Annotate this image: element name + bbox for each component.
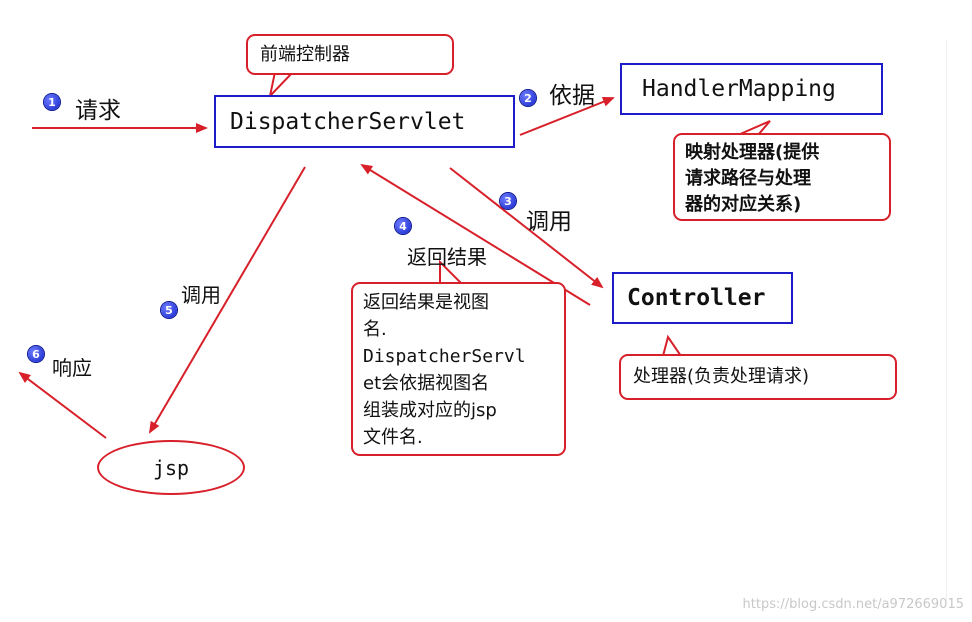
step-label-request: 请求 [75, 98, 121, 124]
callout-controller: 处理器(负责处理请求) [619, 354, 897, 400]
mapping-desc-line: 器的对应关系) [685, 194, 802, 215]
watermark: https://blog.csdn.net/a972669015 [742, 597, 964, 612]
result-desc-line: 返回结果是视图 [363, 292, 489, 313]
controller-label: Controller [627, 285, 766, 311]
step-badge-3: 3 [500, 193, 516, 209]
jsp-ellipse: jsp [97, 440, 245, 495]
callout-result: 返回结果是视图 名. DispatcherServl et会依据视图名 组装成对… [351, 282, 566, 456]
result-desc-line: 文件名. [363, 427, 423, 448]
step-badge-2: 2 [520, 90, 536, 106]
controller-desc-text: 处理器(负责处理请求) [633, 366, 810, 387]
jsp-label: jsp [152, 455, 190, 480]
step-label-response: 响应 [52, 356, 92, 380]
front-controller-text: 前端控制器 [260, 44, 350, 65]
result-desc-line: et会依据视图名 [363, 373, 490, 394]
result-desc-line: DispatcherServl [363, 346, 526, 367]
step-label-according: 依据 [549, 83, 595, 109]
step-badge-1: 1 [44, 94, 60, 110]
step-label-invoke-jsp: 调用 [181, 283, 221, 307]
step-badge-6: 6 [28, 346, 44, 362]
arrow-to-controller [449, 167, 604, 289]
step-badge-5: 5 [161, 302, 177, 318]
step-label-invoke-controller: 调用 [526, 209, 572, 235]
step-badge-4: 4 [395, 218, 411, 234]
result-desc-line: 名. [363, 319, 387, 340]
result-desc-line: 组装成对应的jsp [363, 400, 497, 421]
callout-handler-mapping: 映射处理器(提供 请求路径与处理 器的对应关系) [673, 133, 891, 221]
handler-mapping-box: HandlerMapping [620, 63, 883, 115]
controller-box: Controller [612, 272, 793, 324]
arrow-return-result [360, 163, 591, 306]
callout-tail-front-controller [268, 71, 296, 100]
arrow-to-jsp [148, 166, 306, 434]
handler-mapping-label: HandlerMapping [642, 76, 836, 102]
arrow-response [18, 371, 107, 439]
callout-front-controller: 前端控制器 [246, 34, 454, 75]
mapping-desc-line: 请求路径与处理 [685, 168, 811, 189]
step-label-return-result: 返回结果 [407, 245, 487, 269]
right-divider [946, 40, 947, 600]
dispatcher-servlet-label: DispatcherServlet [230, 108, 466, 135]
mapping-desc-line: 映射处理器(提供 [685, 142, 820, 163]
arrow-to-handlermapping [519, 97, 615, 136]
dispatcher-servlet-box: DispatcherServlet [214, 95, 515, 148]
